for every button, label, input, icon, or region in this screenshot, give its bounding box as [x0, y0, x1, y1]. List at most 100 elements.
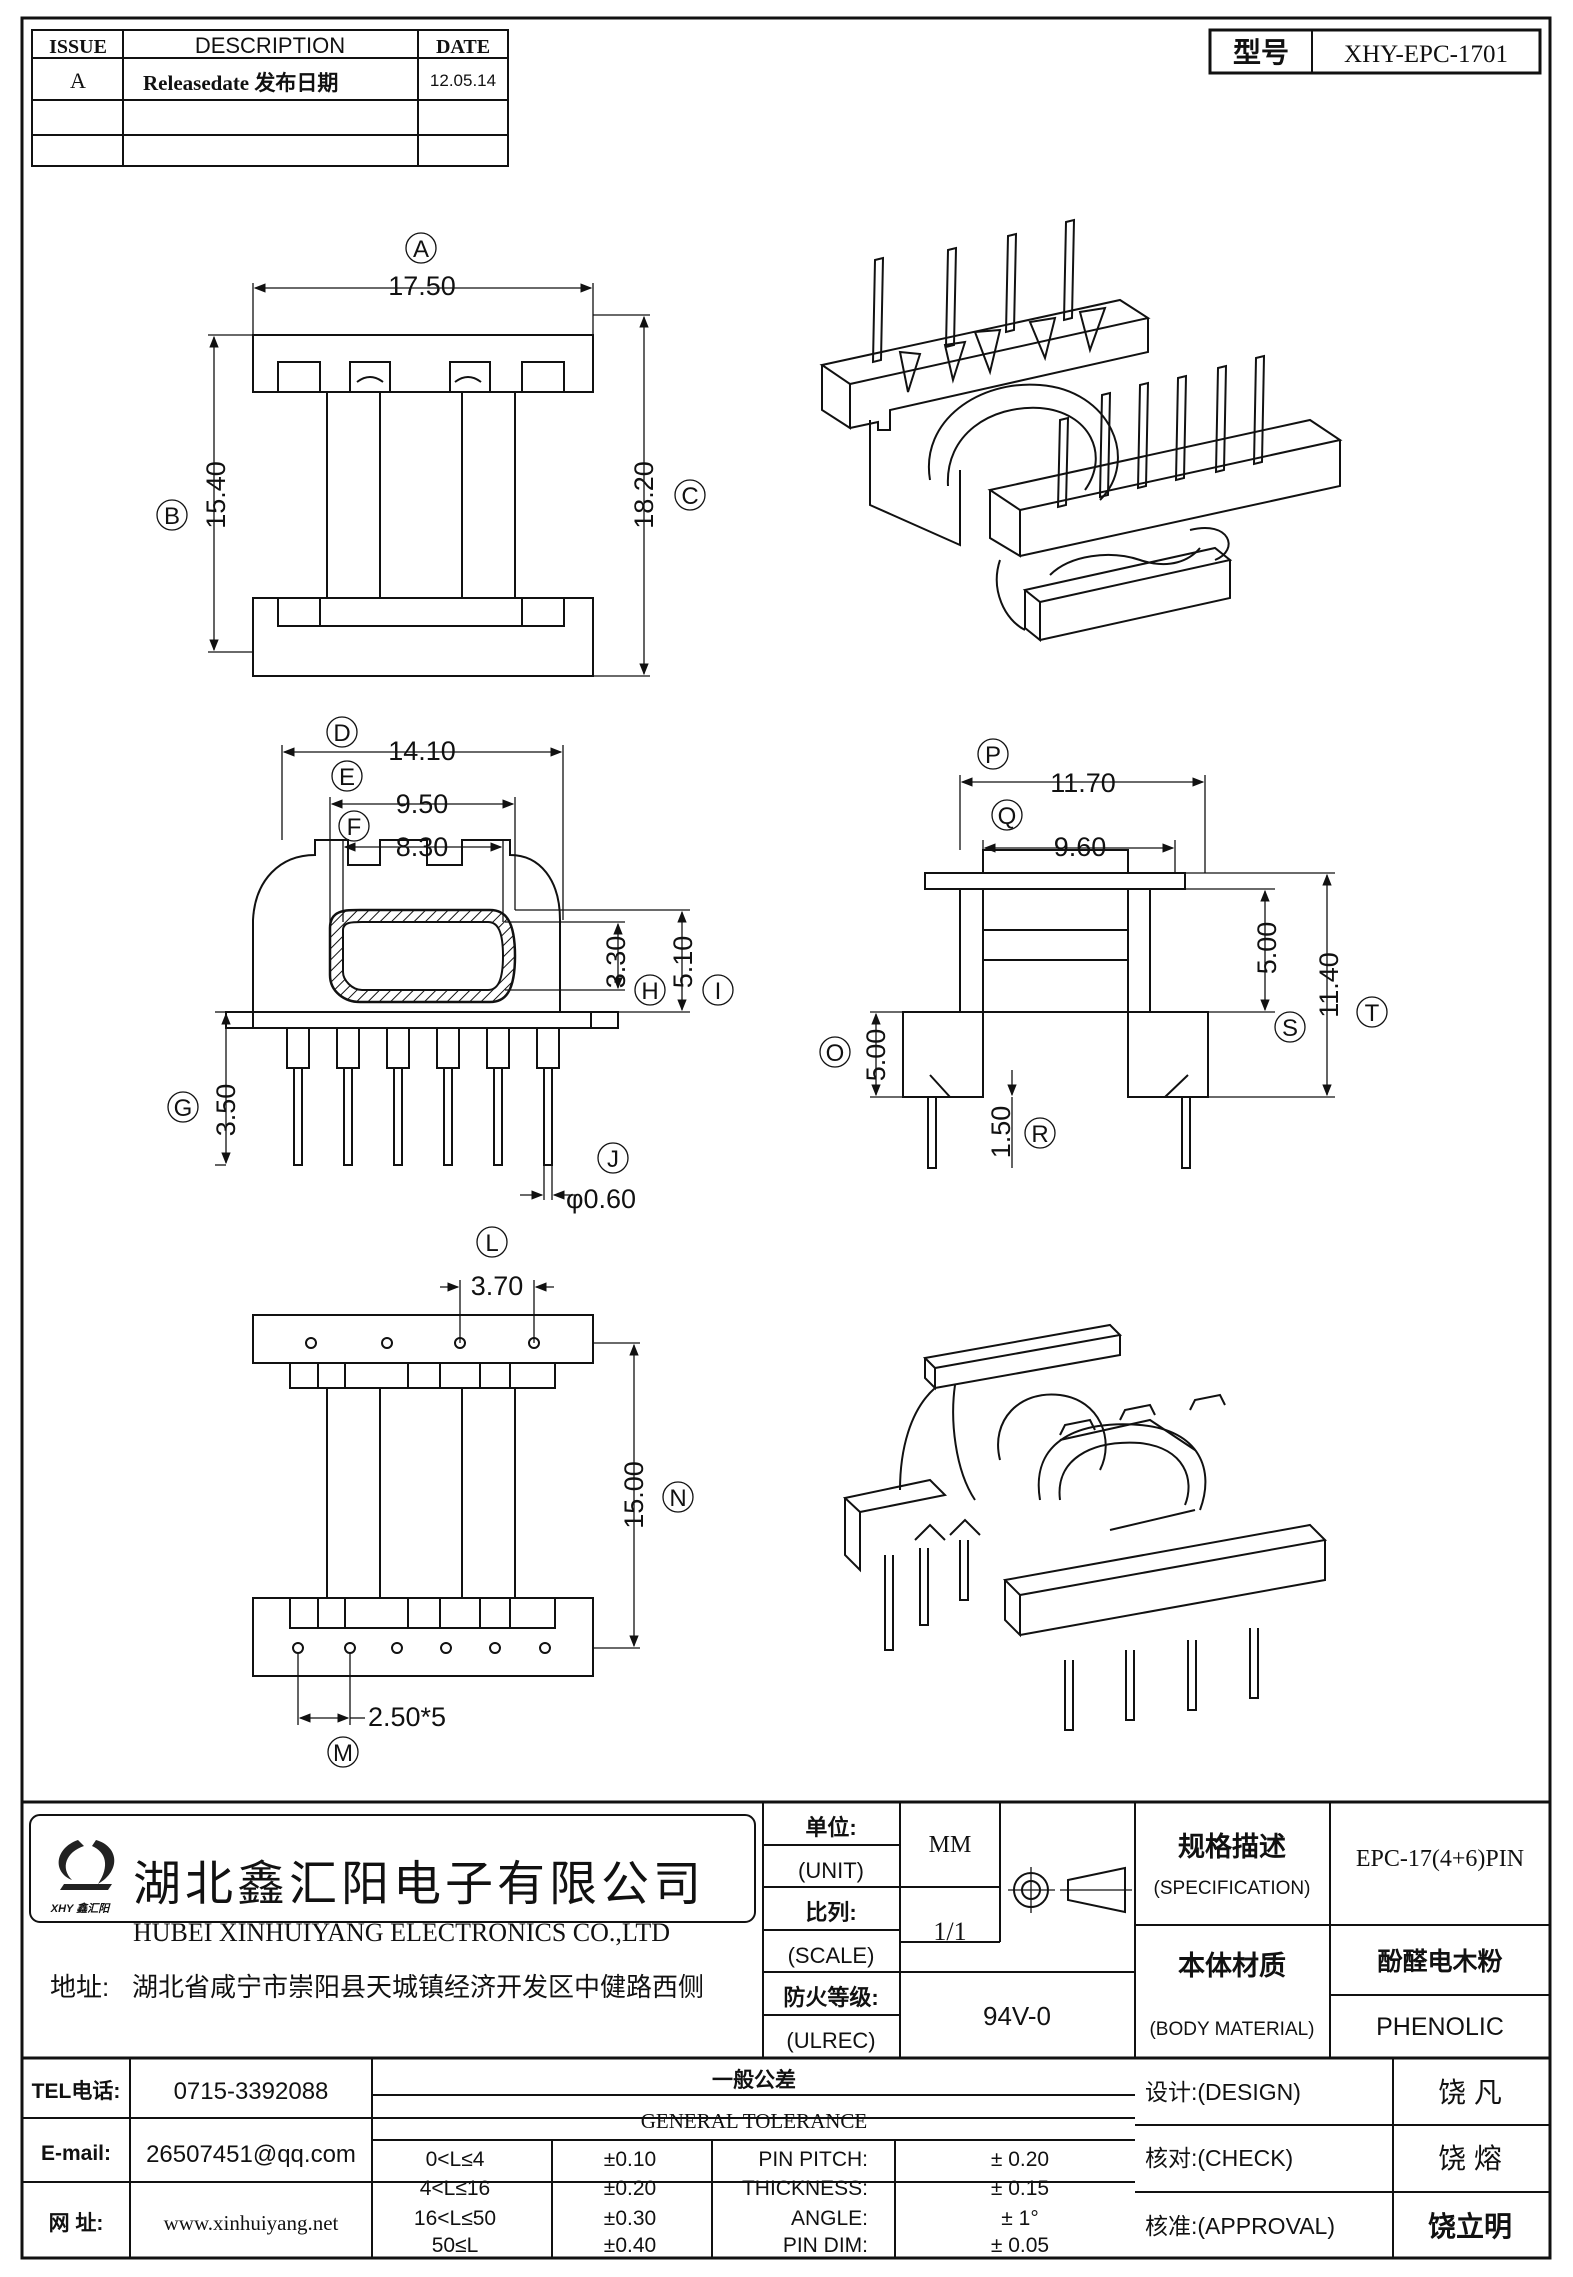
contact-block: TEL电话: 0715-3392088 E-mail: 26507451@qq.…: [22, 2058, 1135, 2258]
material-cn: 本体材质: [1178, 1951, 1286, 1981]
sheet-border: [20, 16, 1552, 2260]
email-label: E-mail:: [41, 2142, 111, 2165]
dim-r: 1.50: [986, 1106, 1016, 1159]
dim-q: 9.60: [1054, 832, 1107, 862]
company-logo: XHY 鑫汇阳: [50, 1840, 115, 1915]
svg-text:J: J: [607, 1146, 619, 1173]
svg-text:± 0.15: ± 0.15: [991, 2177, 1049, 2200]
dim-p: 11.70: [1050, 768, 1116, 798]
signoff-block: 设计:(DESIGN) 饶 凡 核对:(CHECK) 饶 熔 核准:(APPRO…: [1135, 2058, 1550, 2258]
material-en: (BODY MATERIAL): [1149, 2019, 1314, 2040]
balloon-b: B: [156, 499, 188, 531]
svg-text:± 0.05: ± 0.05: [991, 2234, 1049, 2257]
svg-text:±0.20: ±0.20: [604, 2177, 656, 2200]
svg-text:ANGLE:: ANGLE:: [791, 2207, 868, 2230]
svg-text:G: G: [174, 1095, 193, 1122]
web-label: 网 址:: [49, 2212, 104, 2235]
isometric-view-bottom: [842, 1323, 1328, 1731]
address: 湖北省咸宁市崇阳县天城镇经济开发区中健路西侧: [132, 1972, 704, 2002]
tolerance-title-en: GENERAL TOLERANCE: [641, 2109, 868, 2133]
balloon-o: O: [819, 1036, 851, 1068]
balloon-l: L: [476, 1226, 508, 1258]
spec-material: 规格描述 (SPECIFICATION) EPC-17(4+6)PIN 本体材质…: [1135, 1802, 1550, 2058]
description-header: DESCRIPTION: [195, 33, 345, 58]
company-box: XHY 鑫汇阳 湖北鑫汇阳电子有限公司 HUBEI XINHUIYANG ELE…: [29, 1814, 756, 2002]
balloon-c: C: [674, 479, 706, 511]
svg-text:P: P: [985, 742, 1001, 769]
balloon-j: J: [597, 1142, 629, 1174]
design-label: 设计:(DESIGN): [1145, 2079, 1301, 2105]
address-label: 地址:: [50, 1972, 109, 2002]
revision-table: ISSUE DESCRIPTION DATE A Releasedate 发布日…: [31, 29, 509, 167]
isometric-view-top: [819, 218, 1343, 643]
front-view: 14.10 9.50 8.30 3.30 5.10 3.50 φ0.60: [211, 736, 698, 1214]
svg-text:0<L≤4: 0<L≤4: [426, 2148, 485, 2171]
svg-text:C: C: [681, 483, 698, 510]
svg-text:±0.40: ±0.40: [604, 2234, 656, 2257]
company-name-cn: 湖北鑫汇阳电子有限公司: [133, 1858, 705, 1911]
dim-i: 5.10: [668, 936, 698, 989]
svg-text:4<L≤16: 4<L≤16: [420, 2177, 491, 2200]
fire-en: (ULREC): [786, 2028, 875, 2053]
svg-text:N: N: [669, 1485, 686, 1512]
svg-text:PIN DIM:: PIN DIM:: [783, 2234, 868, 2257]
svg-text:±0.30: ±0.30: [604, 2207, 656, 2230]
svg-text:50≤L: 50≤L: [432, 2234, 479, 2257]
material-value-cn: 酚醛电木粉: [1377, 1948, 1502, 1976]
dim-j: φ0.60: [566, 1184, 636, 1214]
tel-value: 0715-3392088: [174, 2078, 329, 2105]
svg-text:O: O: [826, 1040, 845, 1067]
spec-value: EPC-17(4+6)PIN: [1356, 1846, 1524, 1872]
svg-text:E: E: [339, 764, 355, 791]
unit-en: (UNIT): [798, 1858, 864, 1883]
front-pins: [286, 1027, 560, 1166]
balloon-h: H: [634, 974, 666, 1006]
dim-g: 3.50: [211, 1084, 241, 1137]
side-view: 11.70 9.60 5.00 11.40 5.00 1.50: [861, 768, 1344, 1169]
scale-en: (SCALE): [788, 1943, 875, 1968]
dim-d: 14.10: [388, 736, 456, 766]
dim-n: 15.00: [619, 1461, 649, 1529]
description-value: Releasedate 发布日期: [143, 71, 338, 95]
unit-cn: 单位:: [805, 1815, 856, 1840]
scale-cn: 比列:: [805, 1900, 856, 1925]
svg-text:I: I: [715, 978, 722, 1005]
projection-symbol: [1008, 1866, 1132, 1914]
logo-text: XHY 鑫汇阳: [50, 1902, 111, 1915]
tel-label: TEL电话:: [32, 2080, 121, 2103]
bottom-view: 3.70 15.00 2.50*5: [252, 1271, 649, 1732]
dim-b: 15.40: [201, 461, 231, 529]
svg-text:S: S: [1282, 1015, 1298, 1042]
dim-m: 2.50*5: [368, 1702, 446, 1732]
fire-value: 94V-0: [983, 2001, 1051, 2031]
svg-text:THICKNESS:: THICKNESS:: [742, 2177, 868, 2200]
balloon-r: R: [1024, 1117, 1056, 1149]
balloon-i: I: [702, 974, 734, 1006]
svg-text:16<L≤50: 16<L≤50: [414, 2207, 496, 2230]
check-name: 饶 熔: [1438, 2143, 1502, 2174]
tolerance-row: 16<L≤50 ±0.30 ANGLE: ± 1°: [414, 2207, 1039, 2230]
svg-text:H: H: [641, 978, 658, 1005]
dim-f: 8.30: [396, 832, 449, 862]
tolerance-row: 4<L≤16 ±0.20 THICKNESS: ± 0.15: [420, 2177, 1049, 2200]
balloon-e: E: [331, 760, 363, 792]
material-value-en: PHENOLIC: [1376, 2013, 1504, 2041]
tolerance-row: 0<L≤4 ±0.10 PIN PITCH: ± 0.20: [426, 2148, 1050, 2171]
balloon-q: Q: [991, 799, 1023, 831]
svg-text:D: D: [333, 720, 350, 747]
top-view: 17.50 15.40 18.20: [201, 271, 659, 677]
balloon-a: A: [405, 232, 437, 264]
balloon-g: G: [167, 1091, 199, 1123]
balloon-t: T: [1356, 996, 1388, 1028]
balloon-n: N: [662, 1481, 694, 1513]
check-label: 核对:(CHECK): [1145, 2145, 1293, 2171]
balloon-d: D: [326, 716, 358, 748]
tolerance-row: 50≤L ±0.40 PIN DIM: ± 0.05: [432, 2234, 1049, 2257]
svg-text:±0.10: ±0.10: [604, 2148, 656, 2171]
issue-header: ISSUE: [49, 36, 107, 58]
dim-e: 9.50: [396, 789, 449, 819]
date-header: DATE: [436, 36, 490, 58]
dim-s: 5.00: [1252, 922, 1282, 975]
unit-scale-grid: 单位: (UNIT) 比列: (SCALE) 防火等级: (ULREC) MM …: [762, 1802, 1136, 2058]
